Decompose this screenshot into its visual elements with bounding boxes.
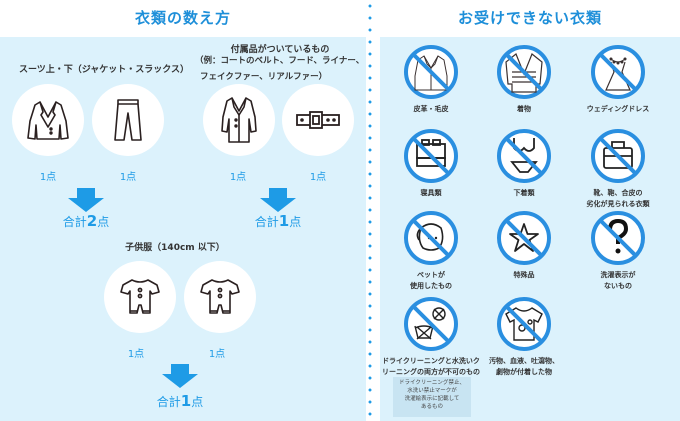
total-accessories: 合計1点 bbox=[238, 212, 318, 230]
arrow-down-icon bbox=[68, 188, 104, 212]
arrow-down-icon bbox=[162, 364, 198, 388]
total-number: 1 bbox=[180, 392, 192, 410]
ng-item-special: 特殊品 bbox=[476, 210, 572, 281]
total-suit: 合計2点 bbox=[46, 212, 126, 230]
total-number: 2 bbox=[86, 212, 98, 230]
care-label-note: ドライクリーニング禁止、 水洗い禁止マークが 洗濯絵表示に記載して あるもの bbox=[393, 377, 471, 417]
total-suffix: 点 bbox=[191, 395, 204, 409]
romper-circle-2 bbox=[184, 261, 256, 333]
ng-item-wedding-dress: ウェディングドレス bbox=[570, 44, 666, 115]
ng-label: ウェディングドレス bbox=[586, 105, 650, 113]
clothing-count-panel: 衣類の数え方 スーツ上・下（ジャケット・スラックス） 1点 1点 合計2点 付属… bbox=[0, 9, 366, 421]
ng-item-pet: ペットが 使用したもの bbox=[383, 210, 479, 292]
ng-label: 特殊品 bbox=[513, 271, 535, 279]
ng-item-underwear: 下着類 bbox=[476, 128, 572, 199]
no-care-label-prohibited-icon bbox=[591, 211, 645, 265]
coat-circle bbox=[203, 84, 275, 156]
section-title-counting: 衣類の数え方 bbox=[134, 9, 231, 27]
group-label-accessories-3: フェイクファー、リアルファー） bbox=[200, 72, 328, 82]
count-jacket: 1点 bbox=[39, 172, 57, 183]
count-pants: 1点 bbox=[119, 172, 137, 183]
ng-item-stained: 汚物、血液、吐瀉物、 劇物が付着した物 bbox=[476, 296, 572, 378]
ng-label: ペットが 使用したもの bbox=[410, 271, 452, 290]
pants-icon bbox=[114, 99, 142, 141]
bag-prohibited-icon bbox=[591, 129, 645, 183]
group-label-suit: スーツ上・下（ジャケット・スラックス） bbox=[18, 65, 190, 75]
kimono-prohibited-icon bbox=[497, 45, 551, 99]
dotted-divider bbox=[368, 0, 372, 421]
ng-item-leather-fur: 皮革・毛皮 bbox=[383, 44, 479, 115]
total-prefix: 合計 bbox=[62, 215, 87, 229]
total-number: 1 bbox=[278, 212, 290, 230]
wedding-dress-prohibited-icon bbox=[591, 45, 645, 99]
stained-shirt-prohibited-icon bbox=[497, 297, 551, 351]
total-children: 合計1点 bbox=[140, 392, 220, 410]
baby-romper-icon bbox=[120, 279, 160, 314]
no-wash-no-dryclean-prohibited-icon bbox=[404, 297, 458, 351]
ng-item-no-wash-no-dryclean: ドライクリーニングと水洗いク リーニングの両方が不可のもの bbox=[382, 296, 480, 378]
bedding-prohibited-icon bbox=[404, 129, 458, 183]
arrow-down-icon bbox=[260, 188, 296, 212]
ng-label: 皮革・毛皮 bbox=[413, 105, 449, 113]
ng-label: 下着類 bbox=[513, 189, 535, 197]
count-belt: 1点 bbox=[309, 172, 327, 183]
romper-circle-1 bbox=[104, 261, 176, 333]
ng-item-shoes-bags: 靴、鞄、合皮の 劣化が見られる衣類 bbox=[570, 128, 666, 210]
section-title-unacceptable: お受けできない衣類 bbox=[457, 9, 602, 27]
total-prefix: 合計 bbox=[254, 215, 279, 229]
total-suffix: 点 bbox=[97, 215, 110, 229]
group-label-accessories-1: 付属品がついているもの bbox=[230, 45, 330, 55]
leather-fur-prohibited-icon bbox=[404, 45, 458, 99]
ng-label: 靴、鞄、合皮の 劣化が見られる衣類 bbox=[586, 189, 650, 208]
ng-label: 寝具類 bbox=[420, 189, 442, 197]
pants-circle bbox=[92, 84, 164, 156]
jacket-icon bbox=[27, 101, 69, 140]
coat-icon bbox=[221, 97, 257, 143]
ng-label: 汚物、血液、吐瀉物、 劇物が付着した物 bbox=[489, 357, 559, 376]
ng-item-no-care-label: 洗濯表示が ないもの bbox=[570, 210, 666, 292]
belt-circle bbox=[282, 84, 354, 156]
group-label-accessories-2: （例：コートのベルト、フード、ライナー、 bbox=[195, 56, 365, 66]
ng-label: 洗濯表示が ないもの bbox=[600, 271, 636, 290]
count-romper-2: 1点 bbox=[208, 349, 226, 360]
total-suffix: 点 bbox=[289, 215, 302, 229]
belt-icon bbox=[296, 111, 340, 129]
count-romper-1: 1点 bbox=[127, 349, 145, 360]
group-label-children: 子供服（140cm 以下） bbox=[125, 243, 225, 253]
baby-romper-icon bbox=[200, 279, 240, 314]
ng-item-kimono: 着物 bbox=[476, 44, 572, 115]
jacket-circle bbox=[12, 84, 84, 156]
ng-item-bedding: 寝具類 bbox=[383, 128, 479, 199]
special-item-prohibited-icon bbox=[497, 211, 551, 265]
count-coat: 1点 bbox=[229, 172, 247, 183]
total-prefix: 合計 bbox=[156, 395, 181, 409]
pet-prohibited-icon bbox=[404, 211, 458, 265]
ng-label: 着物 bbox=[517, 105, 531, 113]
underwear-prohibited-icon bbox=[497, 129, 551, 183]
ng-label: ドライクリーニングと水洗いク リーニングの両方が不可のもの bbox=[382, 357, 480, 376]
